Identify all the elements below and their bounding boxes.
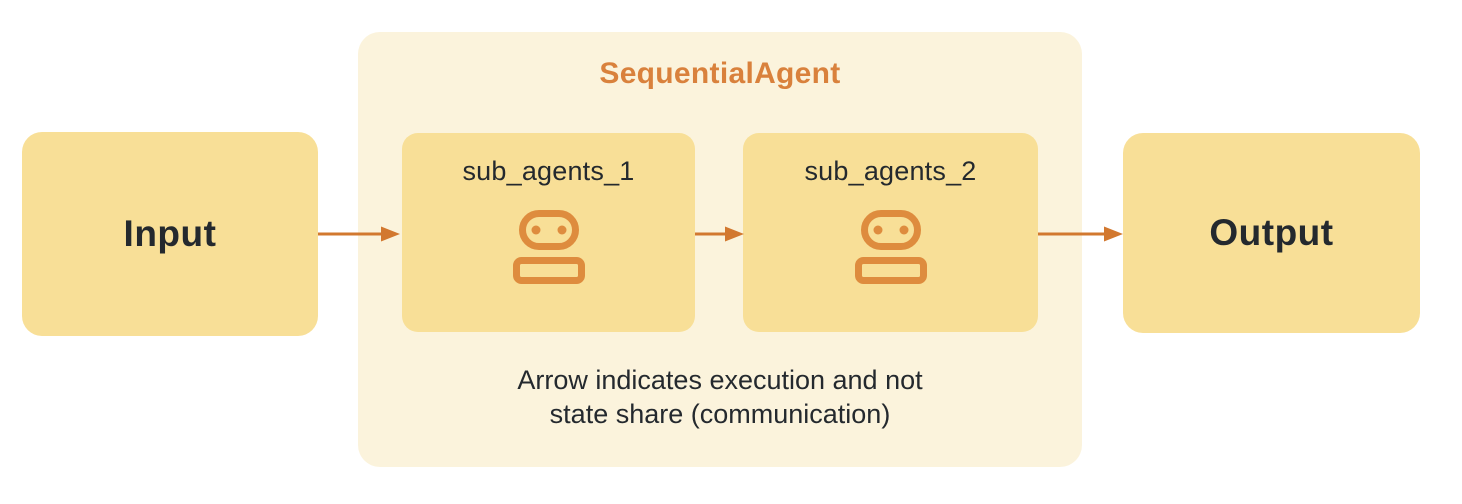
sub-agent-node-2: sub_agents_2 (743, 133, 1038, 332)
caption-line-1: Arrow indicates execution and not (517, 365, 923, 395)
caption: Arrow indicates execution and not state … (358, 363, 1082, 431)
sub-agent-2-label: sub_agents_2 (804, 156, 977, 186)
input-node-label: Input (123, 213, 217, 254)
output-node: Output (1123, 133, 1420, 333)
sequential-agent-title: SequentialAgent (599, 57, 841, 90)
robot-icon (854, 210, 927, 284)
robot-icon (512, 210, 585, 284)
sequential-agent-container: SequentialAgent sub_agents_1 sub_agents_… (358, 32, 1082, 467)
sub-agent-1-label: sub_agents_1 (462, 156, 635, 186)
caption-line-2: state share (communication) (549, 399, 891, 429)
sub-agent-node-1: sub_agents_1 (402, 133, 695, 332)
input-node: Input (22, 132, 318, 336)
output-node-label: Output (1209, 212, 1334, 253)
